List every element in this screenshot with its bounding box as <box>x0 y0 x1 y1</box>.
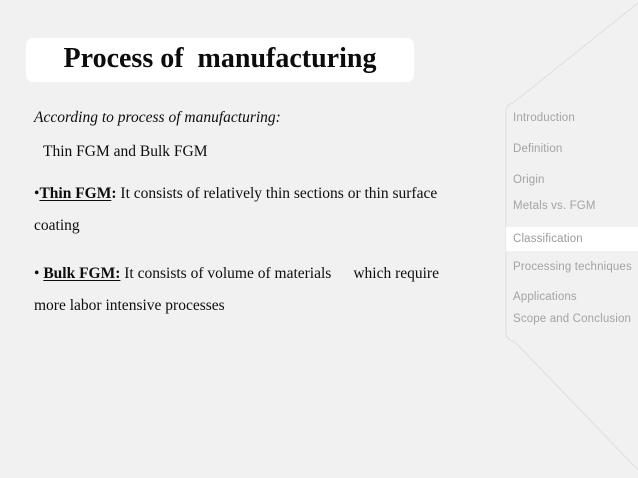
sidebar-item-metals-vs-fgm[interactable]: Metals vs. FGM <box>506 194 638 218</box>
sidebar-item-scope-and-conclusion[interactable]: Scope and Conclusion <box>506 307 638 331</box>
sidebar-item-label: Introduction <box>513 112 575 124</box>
sidebar-item-introduction[interactable]: Introduction <box>506 106 638 130</box>
slide-body: According to process of manufacturing: T… <box>34 108 466 338</box>
bullet-item-bulk-fgm-text-a: It consists of volume of materials <box>120 265 332 282</box>
sidebar-item-label: Metals vs. FGM <box>513 200 596 212</box>
sidebar-item-definition[interactable]: Definition <box>506 137 638 161</box>
bullet-glyph-1: • <box>34 185 40 202</box>
sidebar-item-label: Classification <box>513 233 583 245</box>
sidebar-item-origin[interactable]: Origin <box>506 168 638 192</box>
sidebar-item-label: Applications <box>513 291 577 303</box>
bullet-item-thin-fgm: •Thin FGM: It consists of relatively thi… <box>34 178 466 242</box>
bullet-item-bulk-fgm-text-b: which require more labor intensive proce… <box>34 265 443 314</box>
term-thin-fgm: Thin FGM <box>39 185 112 202</box>
slide-title-box: Process of manufacturing <box>26 38 414 82</box>
term-thin-fgm-colon: : <box>111 185 117 202</box>
sidebar-item-classification[interactable]: Classification <box>506 227 638 251</box>
body-lead-line: According to process of manufacturing: <box>34 109 281 126</box>
bullet-item-thin-fgm-text: It consists of relatively thin sections … <box>34 185 442 234</box>
sidebar-item-processing-techniques[interactable]: Processing techniques <box>506 255 638 279</box>
bullet-glyph-2: • <box>34 265 40 282</box>
bullet-item-bulk-fgm: • Bulk FGM: It consists of volume of mat… <box>34 258 466 322</box>
page-title: Process of manufacturing <box>63 43 377 74</box>
sidebar-item-applications[interactable]: Applications <box>506 285 638 309</box>
sidebar-item-label: Definition <box>513 143 563 155</box>
body-subtitle-line: Thin FGM and Bulk FGM <box>43 143 208 160</box>
sidebar-item-label: Scope and Conclusion <box>513 313 632 325</box>
sidebar-item-label: Processing techniques <box>513 261 632 273</box>
term-bulk-fgm: Bulk FGM: <box>43 265 121 282</box>
sidebar-item-label: Origin <box>513 174 545 186</box>
slide-navigation-sidebar[interactable]: Introduction Definition Origin Metals vs… <box>506 98 638 342</box>
